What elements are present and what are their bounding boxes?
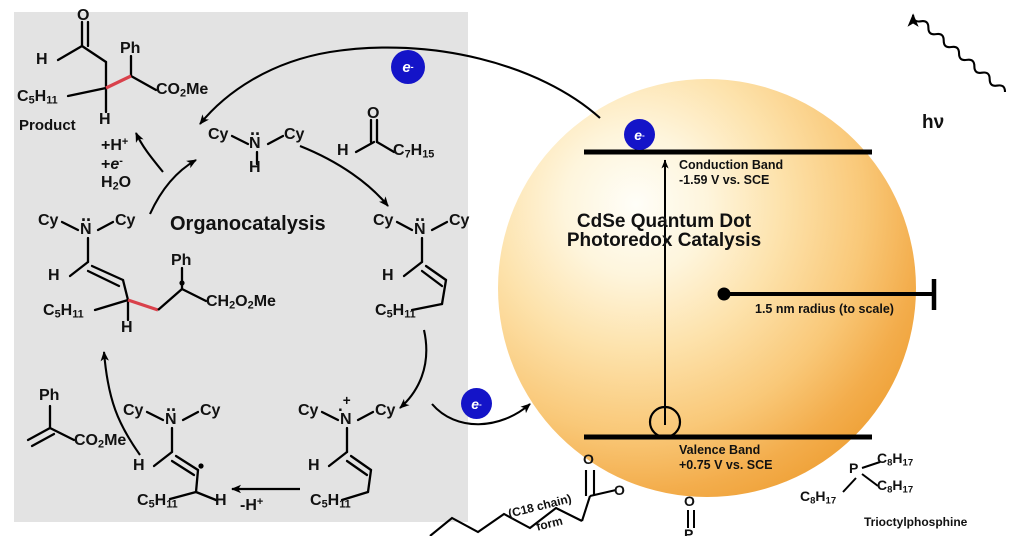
electron-charge-transfer: - xyxy=(479,398,482,409)
valence-band-potential: +0.75 V vs. SCE xyxy=(679,458,773,472)
valence-band-name: Valence Band xyxy=(679,443,761,457)
phosphine-oxide-p: P xyxy=(684,526,694,536)
adduct-ph: Ph xyxy=(171,252,192,269)
enamine-h: H xyxy=(382,267,394,284)
radcat-cy-left: Cy xyxy=(298,402,319,419)
new-bond-highlight xyxy=(105,74,132,90)
radcat-n: N xyxy=(340,411,352,428)
conduction-band-label: Conduction Band -1.59 V vs. SCE xyxy=(679,158,783,188)
alpharad-lone-pair: .. xyxy=(166,395,177,415)
enamine-cy-right: Cy xyxy=(449,212,470,229)
enamine-cy-left: Cy xyxy=(373,212,394,229)
oleate-o-right: O xyxy=(614,482,625,498)
adduct-cy-right: Cy xyxy=(115,212,136,229)
alpharad-n: N xyxy=(165,411,177,428)
adduct-stereo-h: H xyxy=(121,319,133,336)
product-pentyl-label: C5H11 xyxy=(17,88,58,107)
radcat-cy-right: Cy xyxy=(375,402,396,419)
qd-title-line1: CdSe Quantum Dot xyxy=(576,211,752,232)
enamine-pentyl: C5H11 xyxy=(375,302,416,321)
adduct-pentyl: C5H11 xyxy=(43,302,84,321)
octanal-chain: C7H15 xyxy=(393,142,435,161)
organocatalysis-panel xyxy=(14,12,468,522)
product-h-label: H xyxy=(36,51,48,68)
adduct-lone-pair: .. xyxy=(81,205,92,225)
valence-band-label: Valence Band +0.75 V vs. SCE xyxy=(679,443,772,473)
electron-label-conduction: e xyxy=(634,126,642,143)
amine-cy-left: Cy xyxy=(208,126,229,143)
alpharad-pentyl: C5H11 xyxy=(137,492,178,511)
electron-badge-transfer: e- xyxy=(461,388,492,419)
panel-title: Organocatalysis xyxy=(170,213,326,235)
alpharad-cy-right: Cy xyxy=(200,402,221,419)
product-o-label: O xyxy=(77,7,90,24)
enamine-lone-pair: .. xyxy=(415,205,426,225)
amine-cy-right: Cy xyxy=(284,126,305,143)
condition-water: H2O xyxy=(101,174,132,193)
phosphine-arm3: C8H17 xyxy=(800,488,837,507)
condition-electron: +e- xyxy=(101,155,123,173)
radcat-charge-mark: .+ xyxy=(338,393,351,416)
adduct-n: N xyxy=(80,221,92,238)
adduct-h: H xyxy=(48,267,60,284)
product-label: Product xyxy=(19,117,76,134)
phosphine-p: P xyxy=(849,460,859,476)
photon-label: hν xyxy=(922,112,945,133)
electron-label-transfer: e xyxy=(471,395,479,412)
deprotonation-label: -H+ xyxy=(240,496,264,514)
conduction-band-potential: -1.59 V vs. SCE xyxy=(679,173,770,187)
electron-label-top: e xyxy=(402,58,411,76)
phosphine-oxide-o: O xyxy=(684,493,695,509)
acrylate-ph: Ph xyxy=(39,387,60,404)
amine-n: N xyxy=(249,135,261,152)
phosphine-skeleton xyxy=(842,461,881,493)
radcat-h: H xyxy=(308,457,320,474)
product-ester-label: CO2Me xyxy=(156,81,209,100)
scale-bar-label: 1.5 nm radius (to scale) xyxy=(755,302,894,316)
oleate-skeleton xyxy=(429,470,617,536)
product-ph-label: Ph xyxy=(120,40,141,57)
alpharad-terminal-h: H xyxy=(215,492,227,509)
acrylate-ester: CO2Me xyxy=(74,432,127,451)
condition-proton: +H+ xyxy=(101,136,129,154)
electron-charge-top: - xyxy=(410,62,414,72)
alpharad-cy-left: Cy xyxy=(123,402,144,419)
radical-dot-alpha xyxy=(198,463,204,469)
electron-badge-top: e- xyxy=(391,50,425,84)
radical-dot-adduct xyxy=(179,280,185,286)
quantum-dot-title: CdSe Quantum Dot Photoredox Catalysis xyxy=(567,212,761,250)
conduction-band-name: Conduction Band xyxy=(679,158,784,172)
enamine-n: N xyxy=(414,221,426,238)
adduct-ester: CH2O2Me xyxy=(206,293,276,312)
phosphine-name: Trioctylphosphine xyxy=(864,515,968,529)
quantum-dot-sphere xyxy=(498,79,916,497)
amine-h: H xyxy=(249,159,261,176)
oleate-o-top: O xyxy=(583,451,594,467)
alpharad-h: H xyxy=(133,457,145,474)
qd-title-line2: Photoredox Catalysis xyxy=(566,230,762,251)
phosphine-oxide-skeleton xyxy=(687,510,695,528)
electron-charge-conduction: - xyxy=(642,129,645,140)
product-stereo-h-label: H xyxy=(99,111,111,128)
radcat-pentyl: C5H11 xyxy=(310,492,351,511)
new-bond-highlight-2 xyxy=(127,298,159,312)
octanal-o: O xyxy=(367,105,380,122)
phosphine-arm1: C8H17 xyxy=(877,450,914,469)
adduct-cy-left: Cy xyxy=(38,212,59,229)
phosphine-arm2: C8H17 xyxy=(877,477,914,496)
electron-badge-conduction: e- xyxy=(624,119,655,150)
octanal-h: H xyxy=(337,142,349,159)
amine-lone-pair: .. xyxy=(250,119,261,139)
